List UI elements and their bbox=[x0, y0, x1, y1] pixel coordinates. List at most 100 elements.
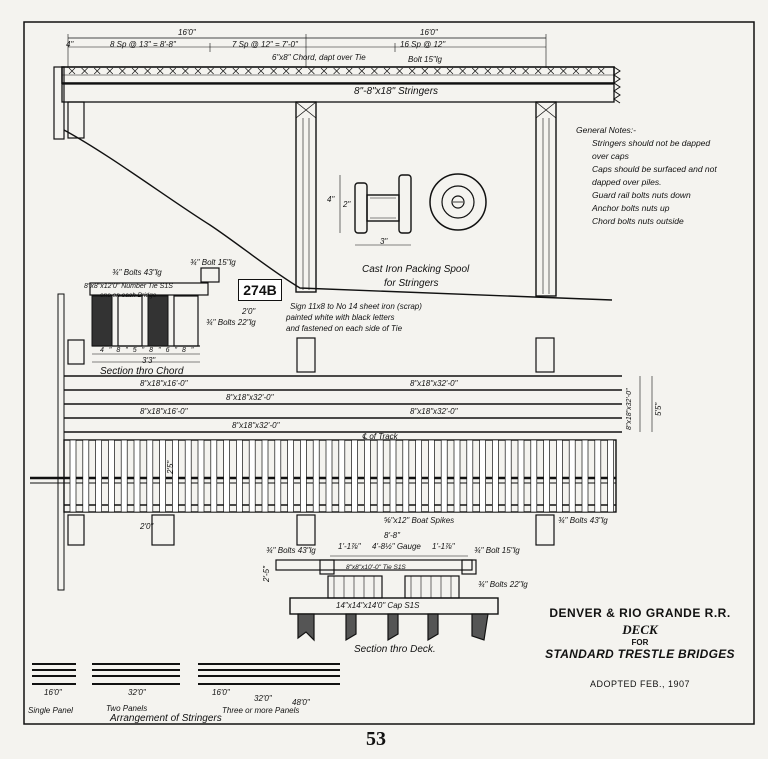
tie-mark bbox=[371, 67, 378, 75]
tie-mark bbox=[245, 67, 252, 75]
plan-tie bbox=[69, 439, 77, 513]
spool-title-2: for Stringers bbox=[384, 278, 439, 289]
plan-tie bbox=[568, 439, 576, 513]
title-deck: DECK bbox=[622, 622, 658, 637]
note-7: Chord bolts nuts outside bbox=[592, 216, 684, 226]
sign-note-1: Sign 11x8 to No 14 sheet iron (scrap) bbox=[290, 302, 422, 311]
plan-tie bbox=[133, 439, 141, 513]
deck-bolt-15: ¾" Bolt 15"lg bbox=[474, 546, 520, 555]
tie-mark bbox=[68, 67, 76, 75]
tie-mark bbox=[585, 67, 592, 75]
plan-tie bbox=[120, 439, 128, 513]
elevation-view bbox=[53, 34, 621, 301]
dim-span-left: 16'0" bbox=[178, 28, 196, 37]
tie-mark bbox=[257, 67, 265, 75]
arr-single: Single Panel bbox=[28, 706, 73, 715]
stringer-1: 8"x18"x16'-0" bbox=[140, 379, 188, 388]
tie-mark bbox=[446, 67, 454, 75]
tie-mark bbox=[383, 67, 391, 75]
tie-mark bbox=[597, 67, 605, 75]
plan-tie bbox=[274, 439, 282, 513]
plan-bolts: ¾" Bolts 43"lg bbox=[558, 516, 608, 525]
tie-mark bbox=[522, 67, 529, 75]
title-standard: STANDARD TRESTLE BRIDGES bbox=[545, 647, 735, 661]
dim-spacing-b: 7 Sp @ 12" = 7'-0" bbox=[232, 40, 298, 49]
plan-tie bbox=[184, 439, 192, 513]
bolt-top-note: Bolt 15"lg bbox=[408, 55, 442, 64]
tie-mark bbox=[358, 67, 366, 75]
plan-tie bbox=[440, 439, 448, 513]
tie-mark bbox=[308, 67, 315, 75]
arr-two-dim: 32'0" bbox=[128, 688, 146, 697]
plan-tie bbox=[351, 439, 358, 513]
note-4: dapped over piles. bbox=[592, 177, 662, 187]
plan-tie bbox=[300, 439, 307, 513]
arr-two: Two Panels bbox=[106, 704, 148, 713]
tie-mark bbox=[282, 67, 290, 75]
stringer-5: 8"x18"x32'-0" bbox=[410, 407, 458, 416]
plan-tie bbox=[376, 439, 384, 513]
plan-tie bbox=[82, 439, 90, 513]
plan-total-width: 5'5" bbox=[654, 402, 663, 416]
tie-mark bbox=[534, 67, 542, 75]
chord-total: 3'3" bbox=[142, 356, 156, 365]
arrangement-drawing bbox=[32, 663, 340, 685]
plan-tie bbox=[236, 439, 243, 513]
plan-tie bbox=[95, 439, 102, 513]
tie-mark bbox=[484, 67, 492, 75]
plan-tie bbox=[479, 439, 486, 513]
tie-mark bbox=[471, 67, 479, 75]
plan-tie bbox=[466, 439, 474, 513]
plan-dim-left: 2'0" bbox=[140, 522, 154, 531]
tie-mark bbox=[560, 67, 567, 75]
plan-tie bbox=[389, 439, 397, 513]
tie-mark bbox=[93, 67, 101, 75]
deck-section-drawing bbox=[275, 555, 499, 642]
stringer-4: 8"x18"x16'-0" bbox=[140, 407, 188, 416]
arr-caption: Arrangement of Stringers bbox=[110, 713, 222, 724]
tie-mark bbox=[81, 67, 88, 75]
stringer-6: 8"x18"x32'-0" bbox=[232, 421, 280, 430]
chord-caption: Section thro Chord bbox=[100, 366, 184, 377]
sign-note-3: and fastened on each side of Tie bbox=[286, 324, 403, 333]
deck-dim-2: 1'-1⅞" bbox=[432, 542, 455, 551]
note-1: Stringers should not be dapped bbox=[592, 138, 711, 148]
plan-tie bbox=[504, 439, 512, 513]
tie-mark bbox=[131, 67, 139, 75]
plan-tie bbox=[581, 439, 589, 513]
plan-tie bbox=[223, 439, 230, 513]
tie-mark bbox=[572, 67, 580, 75]
deck-bolts-43: ¾" Bolts 43"lg bbox=[266, 546, 316, 555]
plan-tie bbox=[248, 439, 256, 513]
sign-note-2: painted white with black letters bbox=[286, 313, 395, 322]
plan-tie bbox=[402, 439, 410, 513]
tie-bolt-marks bbox=[68, 67, 605, 75]
tie-mark bbox=[295, 67, 303, 75]
plan-tie bbox=[338, 439, 346, 513]
arr-three-b: 32'0" bbox=[254, 694, 272, 703]
deck-bolts-22: ¾" Bolts 22"lg bbox=[478, 580, 528, 589]
deck-dim-top: 8'-8" bbox=[384, 531, 400, 540]
tie-mark bbox=[219, 67, 227, 75]
title-for: FOR bbox=[631, 638, 649, 647]
plan-tie bbox=[325, 439, 333, 513]
tie-mark bbox=[333, 67, 340, 75]
packing-spool-drawing bbox=[339, 173, 487, 246]
note-3: Caps should be surfaced and not bbox=[592, 164, 717, 174]
arr-three-c: 48'0" bbox=[292, 698, 310, 707]
tie-mark bbox=[547, 67, 555, 75]
chord-dims: 4"8"5"8"6"8" bbox=[100, 347, 199, 354]
plan-tie bbox=[530, 439, 538, 513]
plan-tie bbox=[556, 439, 563, 513]
chord-tie-note: 8"x8"x12'0" Number Tie S1S bbox=[84, 283, 173, 290]
spool-title-1: Cast Iron Packing Spool bbox=[362, 264, 470, 275]
tie-mark bbox=[408, 67, 416, 75]
plan-tie bbox=[197, 439, 205, 513]
page-number: 53 bbox=[366, 728, 386, 750]
plan-tie bbox=[428, 439, 435, 513]
spool-dim-base: 3" bbox=[380, 237, 388, 246]
stringer-3: 8"x18"x32'-0" bbox=[226, 393, 274, 402]
arr-single-dim: 16'0" bbox=[44, 688, 62, 697]
plan-tie bbox=[146, 439, 154, 513]
